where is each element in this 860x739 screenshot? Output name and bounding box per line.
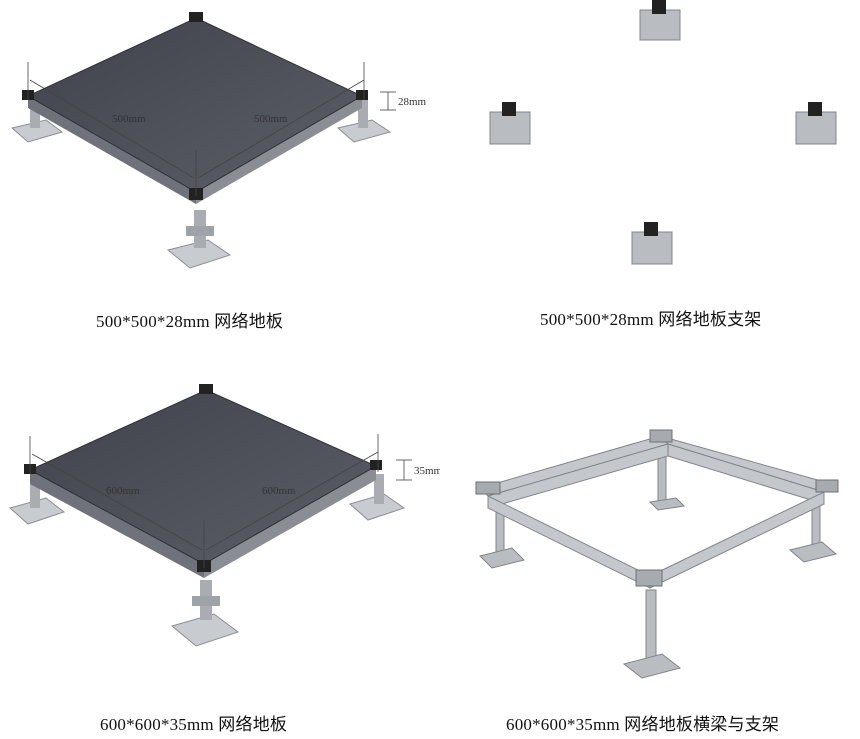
support-right (795, 102, 837, 145)
support-left (489, 102, 531, 145)
caption-500-support: 500*500*28mm 网络地板支架 (540, 310, 762, 329)
pedestal-left (8, 478, 66, 525)
caption-600-floor: 600*600*35mm 网络地板 (100, 715, 288, 734)
floor-tile-surface (26, 17, 364, 193)
pedestal-left (10, 100, 64, 143)
support-500-illustration (489, 0, 837, 265)
dim-label-height: 28mm (398, 96, 427, 108)
support-top (639, 0, 681, 41)
pedestal-right (348, 474, 406, 521)
floor-tile-500-figure: 500mm 500mm 28mm 500*500*28mm 网络地板 (0, 0, 440, 331)
caption-600-stringer: 600*600*35mm 网络地板横梁与支架 (506, 715, 780, 734)
dim-label-left: 500mm (112, 113, 146, 125)
stringer-600-figure: 600*600*35mm 网络地板横梁与支架 (440, 380, 860, 734)
floor-tile-600-illustration: 600mm 600mm 35mm (8, 384, 440, 647)
pedestal-front (166, 210, 232, 269)
caption-500-floor: 500*500*28mm 网络地板 (96, 312, 284, 331)
support-bottom (631, 222, 673, 265)
floor-tile-surface (28, 389, 378, 565)
dim-label-height: 35mm (414, 465, 440, 477)
stringer-600-illustration (475, 429, 839, 679)
floor-tile-500-illustration: 500mm 500mm 28mm (10, 12, 427, 269)
dim-label-left: 600mm (106, 485, 140, 497)
pedestal-front (170, 580, 240, 647)
support-500-figure: 500*500*28mm 网络地板支架 (440, 0, 860, 329)
dim-label-right: 600mm (262, 485, 296, 497)
pedestal-right (336, 100, 392, 143)
dim-label-right: 500mm (254, 113, 288, 125)
floor-tile-600-figure: 600mm 600mm 35mm 600*600*35mm 网络地板 (0, 380, 440, 734)
